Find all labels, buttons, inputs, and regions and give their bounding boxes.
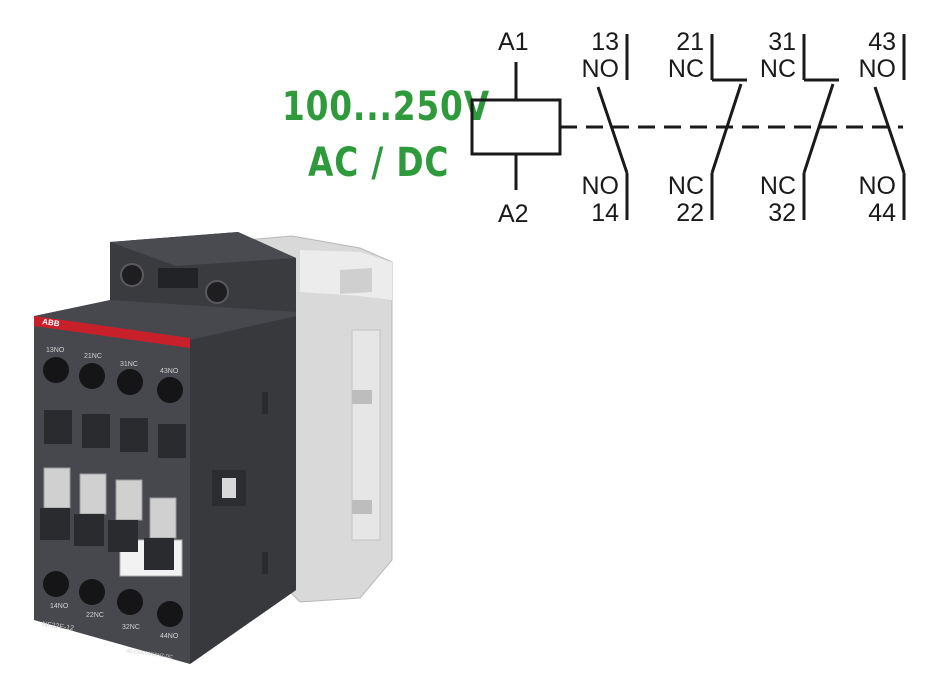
terminal-13-screw — [43, 357, 69, 383]
coil-screw-a2 — [205, 280, 229, 304]
coil-type-label: AC / DC — [308, 140, 450, 186]
contact-3-top-num: 31 — [768, 28, 796, 56]
contact-1-top-num: 13 — [591, 28, 619, 56]
wiring-schematic — [470, 34, 906, 220]
coil-screw-a1 — [120, 263, 144, 287]
terminal-32-screw — [117, 589, 143, 615]
terminal-22-screw — [79, 579, 105, 605]
contact-3-bottom-num: 32 — [768, 199, 796, 227]
contactor-device: ABB 13NO 21NC 31NC 43NO — [34, 232, 393, 664]
contact-2-bottom-num: 22 — [676, 199, 704, 227]
terminal-14-screw — [43, 571, 69, 597]
contact-2-bottom-type: NC — [668, 172, 704, 200]
terminal-43-screw — [157, 377, 183, 403]
upper-terminal-slots — [44, 410, 186, 458]
contact-4-bottom-num: 44 — [868, 199, 896, 227]
brand-strip — [34, 316, 190, 348]
contact-31-32-symbol — [802, 34, 839, 220]
contact-3-top-type: NC — [760, 55, 796, 83]
terminal-label-22nc: 22NC — [86, 612, 104, 619]
terminal-44-screw — [157, 601, 183, 627]
contact-1-bottom-num: 14 — [591, 199, 619, 227]
contact-43-44-symbol — [873, 34, 906, 220]
contact-1-bottom-type: NO — [582, 172, 620, 200]
terminal-label-32nc: 32NC — [122, 624, 140, 631]
terminal-label-31nc: 31NC — [120, 361, 138, 368]
terminal-label-43no: 43NO — [160, 368, 179, 375]
contact-21-22-symbol — [710, 34, 747, 220]
contact-2-top-num: 21 — [676, 28, 704, 56]
terminal-label-21nc: 21NC — [84, 353, 102, 360]
terminal-label-13no: 13NO — [46, 347, 65, 354]
contact-3-bottom-type: NC — [760, 172, 796, 200]
terminal-31-screw — [117, 369, 143, 395]
contact-4-top-num: 43 — [868, 28, 896, 56]
contact-4-bottom-type: NO — [859, 172, 897, 200]
brand-logo: ABB — [42, 317, 61, 328]
coil-terminal-a1: A1 — [498, 28, 529, 56]
model-label: NF22E-12 — [42, 621, 75, 632]
terminal-label-44no: 44NO — [160, 633, 179, 640]
contact-2-top-type: NC — [668, 55, 704, 83]
lower-terminal-slots — [40, 508, 174, 570]
contact-4-top-type: NO — [859, 55, 897, 83]
coil-terminal-a2: A2 — [498, 200, 529, 228]
contact-1-top-type: NO — [582, 55, 620, 83]
terminal-21-screw — [79, 363, 105, 389]
schematic-labels: A1 A2 13 NO NO 14 21 NC NC 22 31 NC NC 3… — [498, 28, 896, 228]
coil-symbol — [470, 98, 562, 156]
coil-voltage-label: 100...250V — [282, 84, 490, 130]
contact-13-14-symbol — [596, 34, 629, 220]
terminal-label-14no: 14NO — [50, 603, 69, 610]
